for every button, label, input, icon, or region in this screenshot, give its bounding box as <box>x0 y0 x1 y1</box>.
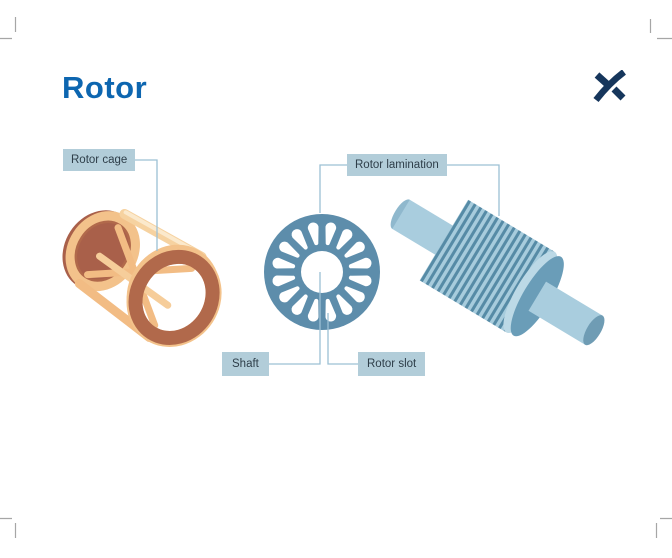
rotor-cage-illustration <box>62 208 222 347</box>
shaft-label: Shaft <box>222 352 269 376</box>
leader-lamination-right <box>430 164 500 216</box>
leader-shaft <box>260 272 321 365</box>
crop-marks <box>0 17 672 538</box>
rotor-lamination-illustration <box>264 214 380 330</box>
rotor-cage-label: Rotor cage <box>63 149 136 171</box>
page-title: Rotor <box>62 70 148 105</box>
leader-rotor-slot <box>327 313 365 365</box>
rotor-lamination-label: Rotor lamination <box>347 154 447 176</box>
rotor-slot-label: Rotor slot <box>358 352 426 376</box>
grundfos-logo-icon <box>592 69 628 104</box>
leader-lamination-left <box>319 164 350 213</box>
assembled-rotor-illustration <box>390 199 605 346</box>
